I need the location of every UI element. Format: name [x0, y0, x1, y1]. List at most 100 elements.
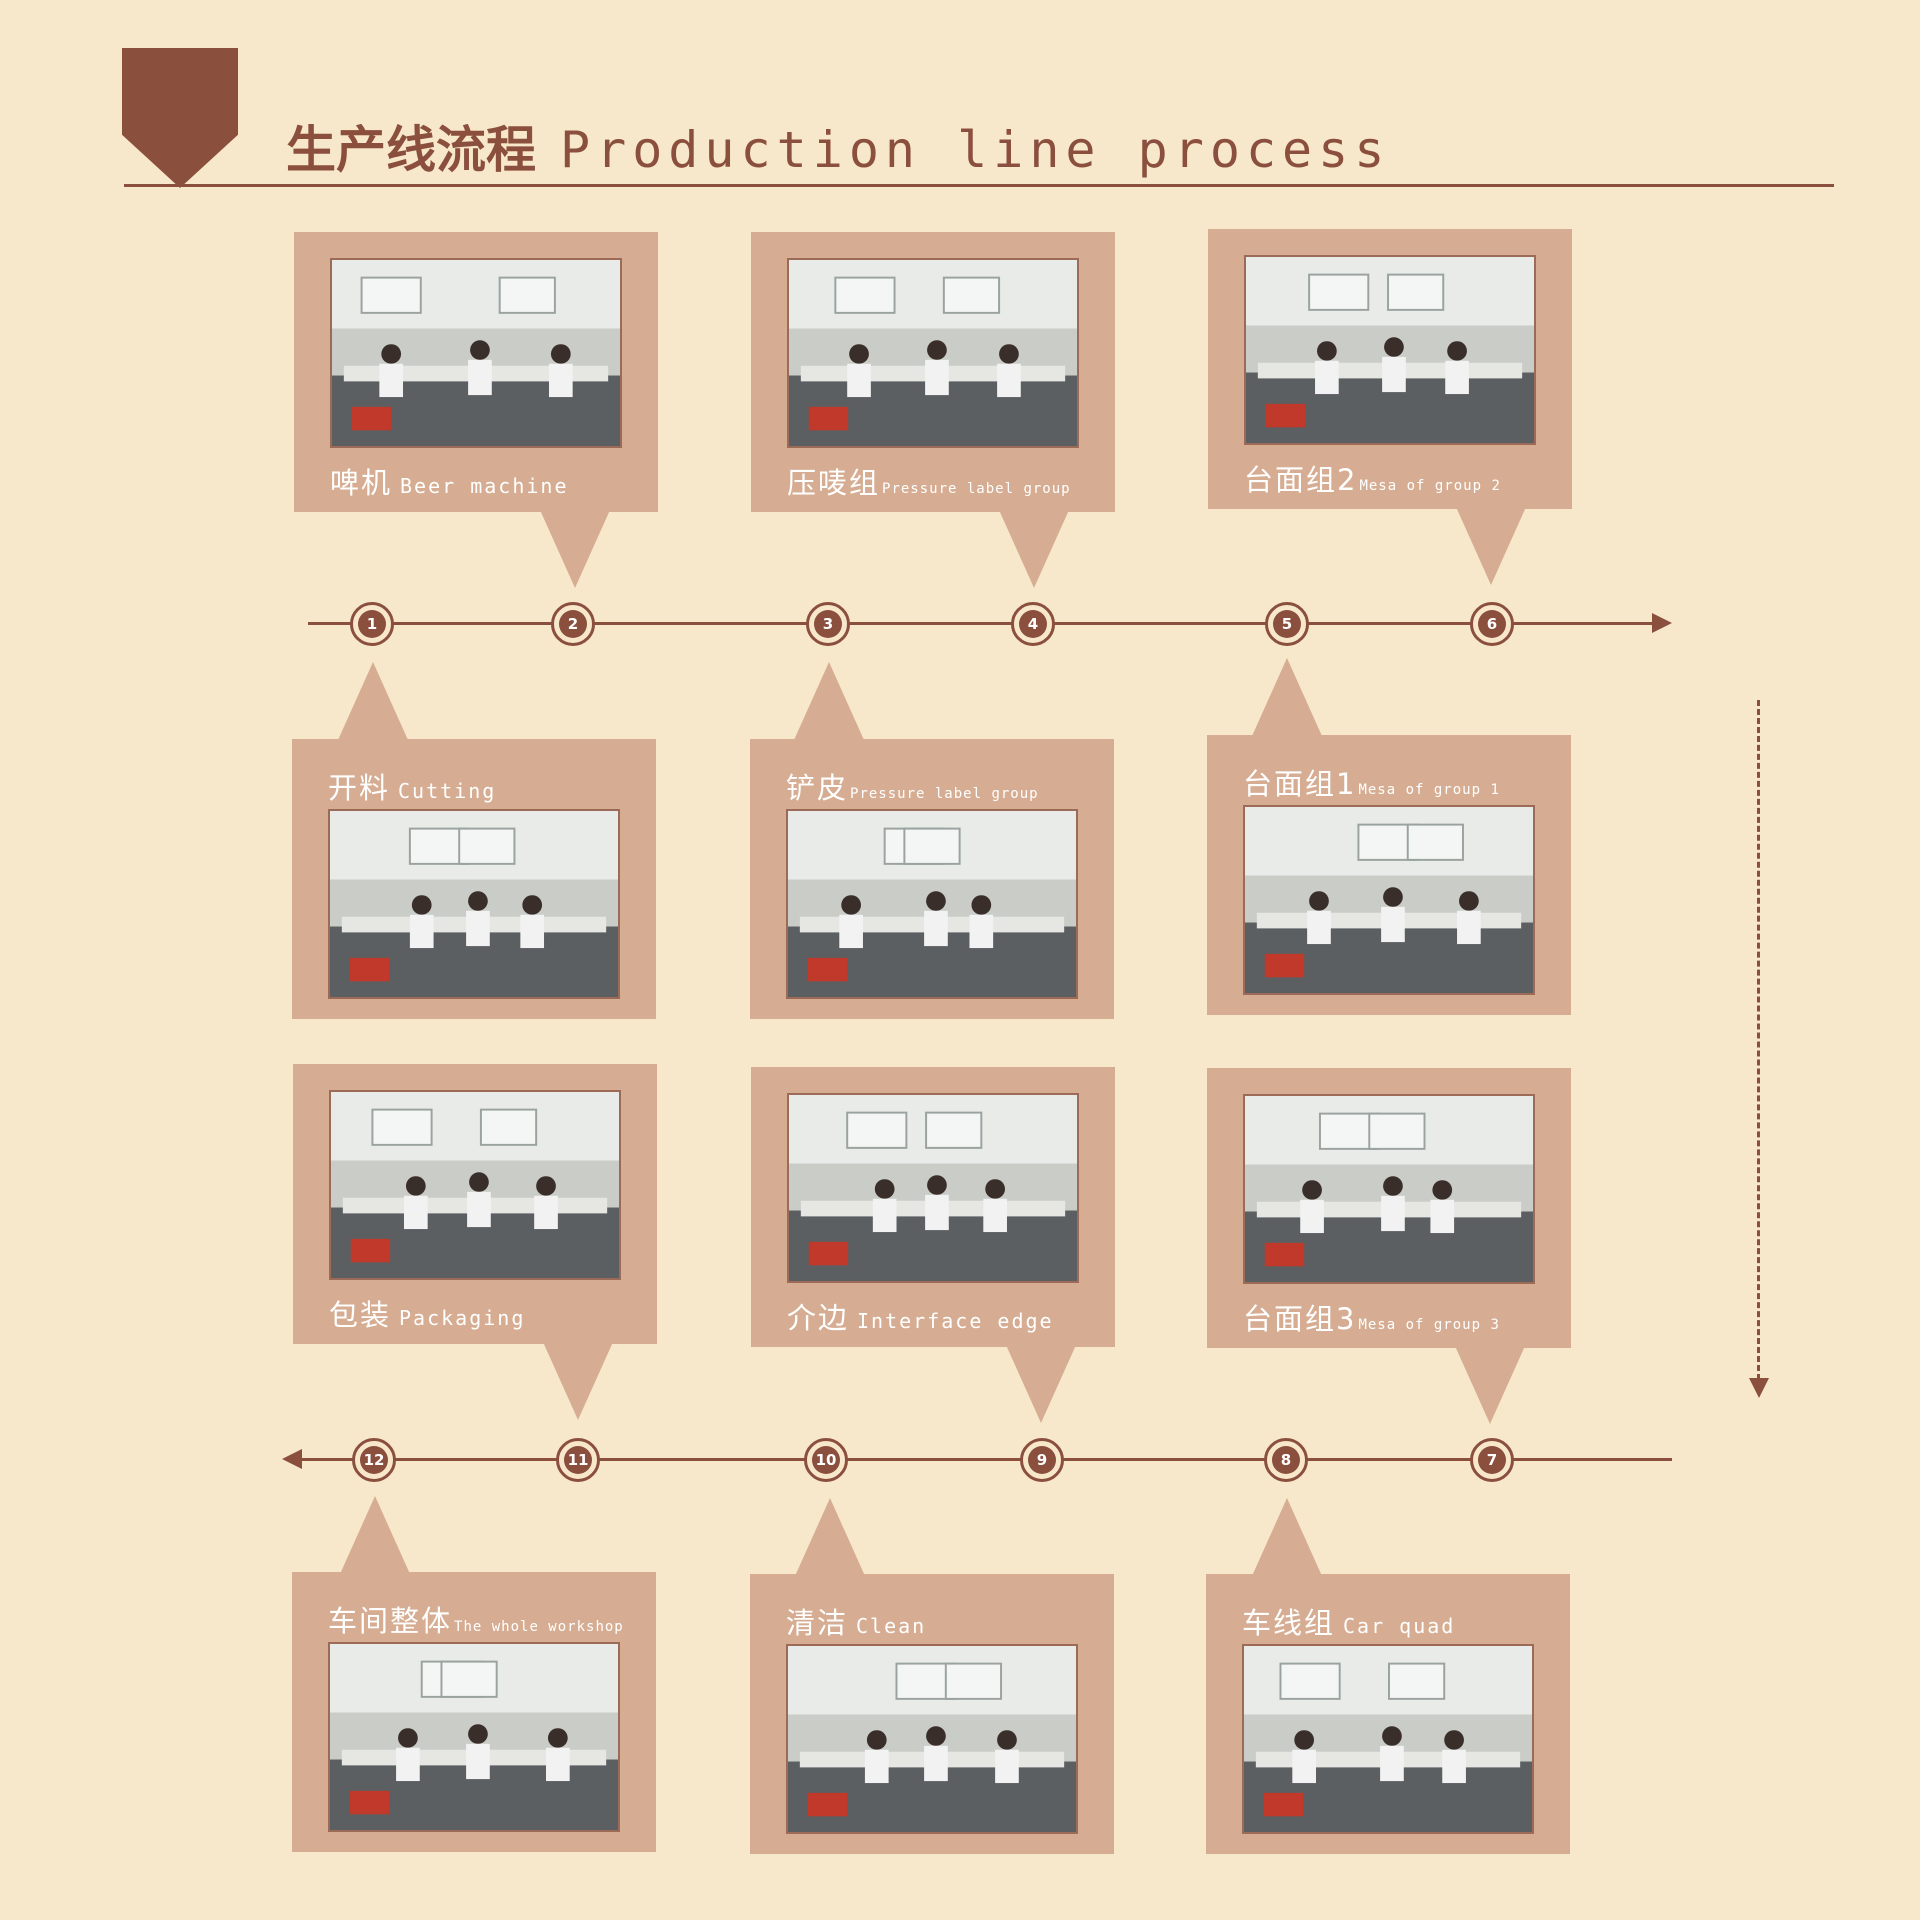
card-en-label: The whole workshop: [454, 1619, 624, 1635]
workshop-photo-image: [789, 260, 1077, 446]
card-en-label: Mesa of group 1: [1358, 782, 1500, 798]
step-number: 6: [1478, 610, 1506, 638]
arrow-left-icon: [282, 1449, 302, 1469]
workshop-photo-image: [1245, 1096, 1533, 1282]
workshop-photo-image: [788, 811, 1076, 997]
card-cn-label: 开料: [328, 771, 391, 805]
photo-mesa-group-1: [1243, 805, 1535, 995]
arrow-down-icon: [1749, 1378, 1769, 1398]
photo-cutting: [328, 809, 620, 999]
step-number: 1: [358, 610, 386, 638]
card-pointer: [1252, 1498, 1322, 1576]
card-en-label: Pressure label group: [850, 786, 1039, 802]
workshop-photo-image: [789, 1095, 1077, 1281]
card-pointer: [1455, 1346, 1525, 1424]
card-en-label: Mesa of group 3: [1358, 1317, 1500, 1333]
step-node-6: 6: [1470, 602, 1514, 646]
card-pointer: [1006, 1345, 1076, 1423]
card-cutting: 开料 Cutting: [292, 739, 656, 1019]
step-node-8: 8: [1264, 1438, 1308, 1482]
card-en-label: Packaging: [399, 1306, 526, 1330]
card-en-label: Cutting: [398, 779, 497, 803]
header-rule: [124, 184, 1834, 187]
card-cn-label: 介边: [787, 1301, 850, 1335]
card-pointer: [1252, 658, 1322, 736]
card-en-label: Pressure label group: [882, 481, 1071, 497]
step-node-9: 9: [1020, 1438, 1064, 1482]
workshop-photo-image: [330, 811, 618, 997]
card-pointer: [1456, 507, 1526, 585]
workshop-photo-image: [331, 1092, 619, 1278]
card-car-quad: 车线组 Car quad: [1206, 1574, 1570, 1854]
timeline-bottom: [300, 1458, 1672, 1461]
card-cn-label: 铲皮: [786, 771, 849, 805]
photo-pressure-label-group: [787, 258, 1079, 448]
card-en-label: Car quad: [1343, 1614, 1456, 1638]
card-pointer: [540, 510, 610, 588]
step-node-3: 3: [806, 602, 850, 646]
step-number: 11: [564, 1446, 592, 1474]
card-pointer: [543, 1342, 613, 1420]
card-cn-label: 台面组3: [1243, 1302, 1357, 1336]
timeline-top: [308, 622, 1660, 625]
step-number: 9: [1028, 1446, 1056, 1474]
card-cn-label: 啤机: [330, 466, 393, 500]
workshop-photo-image: [1246, 257, 1534, 443]
step-node-4: 4: [1011, 602, 1055, 646]
step-number: 10: [812, 1446, 840, 1474]
card-cn-label: 台面组1: [1243, 767, 1357, 801]
card-clean: 清洁 Clean: [750, 1574, 1114, 1854]
workshop-photo-image: [1245, 807, 1533, 993]
photo-car-quad: [1242, 1644, 1534, 1834]
photo-clean: [786, 1644, 1078, 1834]
card-cn-label: 包装: [329, 1298, 392, 1332]
header-marker: [122, 48, 238, 188]
step-number: 4: [1019, 610, 1047, 638]
card-beer-machine: 啤机 Beer machine: [294, 232, 658, 512]
card-pointer: [795, 1498, 865, 1576]
step-node-11: 11: [556, 1438, 600, 1482]
step-node-5: 5: [1265, 602, 1309, 646]
photo-beer-machine: [330, 258, 622, 448]
card-cn-label: 压唛组: [787, 466, 881, 500]
photo-skiving: [786, 809, 1078, 999]
photo-whole-workshop: [328, 1642, 620, 1832]
card-cn-label: 车线组: [1242, 1606, 1336, 1640]
workshop-photo-image: [330, 1644, 618, 1830]
photo-mesa-group-2: [1244, 255, 1536, 445]
card-pointer: [340, 1496, 410, 1574]
card-packaging: 包装 Packaging: [293, 1064, 657, 1344]
card-pointer: [794, 662, 864, 740]
workshop-photo-image: [1244, 1646, 1532, 1832]
workshop-photo-image: [788, 1646, 1076, 1832]
workshop-photo-image: [332, 260, 620, 446]
card-en-label: Clean: [856, 1614, 927, 1638]
photo-packaging: [329, 1090, 621, 1280]
step-number: 5: [1273, 610, 1301, 638]
card-cn-label: 台面组2: [1244, 463, 1358, 497]
step-number: 3: [814, 610, 842, 638]
step-node-12: 12: [352, 1438, 396, 1482]
card-en-label: Mesa of group 2: [1359, 478, 1501, 494]
step-number: 7: [1478, 1446, 1506, 1474]
step-node-1: 1: [350, 602, 394, 646]
card-cn-label: 清洁: [786, 1606, 849, 1640]
vertical-connector: [1757, 700, 1760, 1380]
photo-interface-edge: [787, 1093, 1079, 1283]
step-number: 2: [559, 610, 587, 638]
card-en-label: Beer machine: [400, 474, 569, 498]
page-title-cn: 生产线流程: [286, 121, 536, 179]
step-node-7: 7: [1470, 1438, 1514, 1482]
step-number: 12: [360, 1446, 388, 1474]
photo-mesa-group-3: [1243, 1094, 1535, 1284]
card-cn-label: 车间整体: [328, 1604, 453, 1638]
step-node-10: 10: [804, 1438, 848, 1482]
card-pointer: [338, 662, 408, 740]
